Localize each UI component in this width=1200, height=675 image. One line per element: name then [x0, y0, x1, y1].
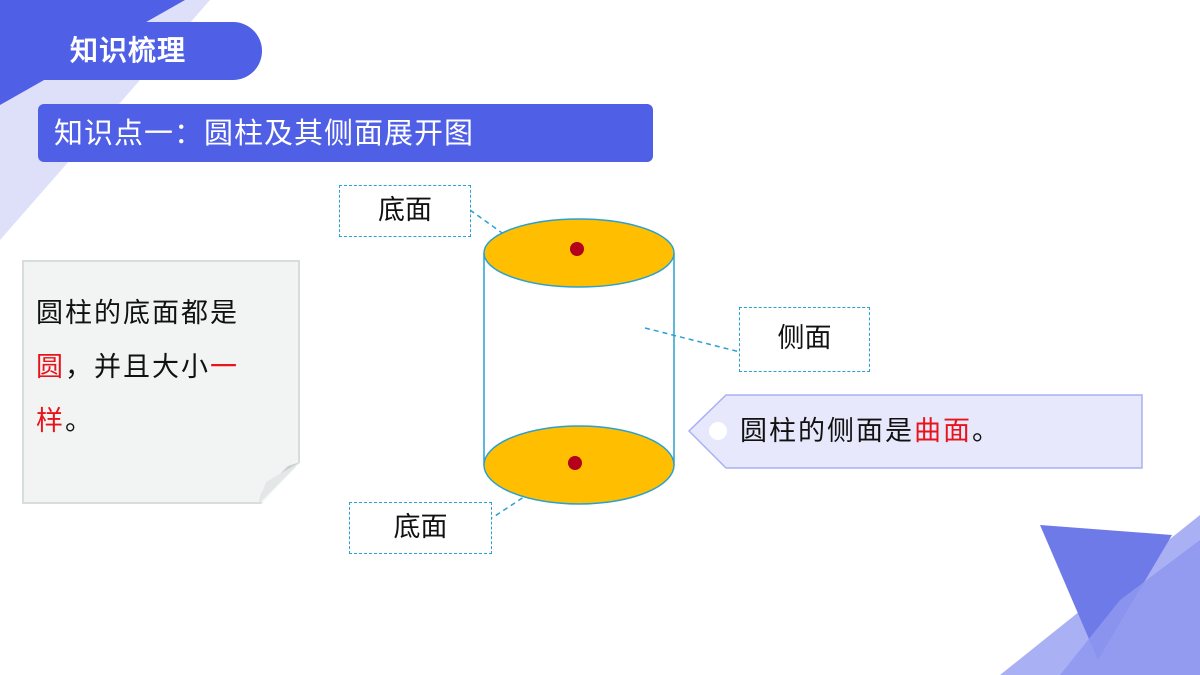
- topic-title-bar: 知识点一：圆柱及其侧面展开图: [38, 104, 653, 162]
- note-line-3: 样。: [36, 406, 94, 437]
- bottom-right-blue-triangle: [1040, 525, 1172, 660]
- label-side: 侧面: [739, 307, 870, 372]
- note-text: 圆柱的底面都是 圆，并且大小一 样。: [36, 287, 286, 449]
- page-curl-icon: [258, 462, 300, 504]
- note-card: [22, 260, 300, 504]
- leader-side: [644, 327, 741, 353]
- top-base-center-dot: [570, 242, 584, 256]
- section-tag-label: 知识梳理: [70, 34, 187, 67]
- label-bottom-base: 底面: [349, 502, 492, 554]
- topic-title: 知识点一：圆柱及其侧面展开图: [54, 116, 475, 150]
- note-line-2: 圆，并且大小一: [36, 352, 239, 383]
- bottom-right-mid-triangle: [1060, 540, 1200, 675]
- callout-text: 圆柱的侧面是曲面。: [740, 416, 1001, 447]
- callout-tag: [688, 394, 1143, 469]
- bottom-base-center-dot: [568, 456, 582, 470]
- section-tag: 知识梳理: [44, 22, 262, 80]
- callout-bullet-icon: [709, 422, 727, 440]
- note-line-1: 圆柱的底面都是: [36, 298, 239, 329]
- label-top-base: 底面: [339, 185, 471, 237]
